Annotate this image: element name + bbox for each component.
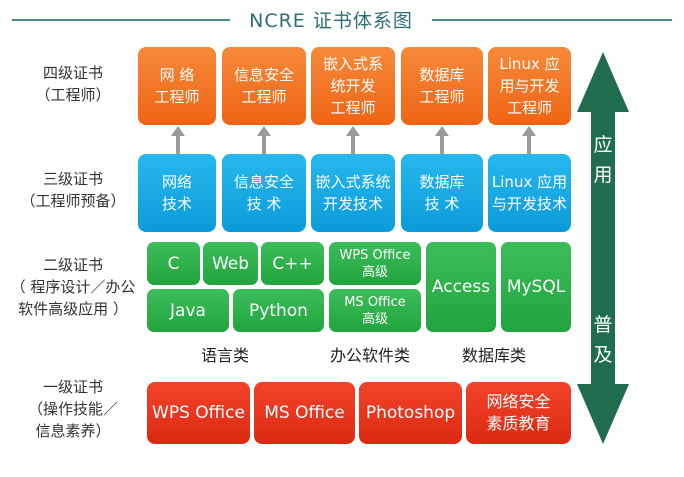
level3-label: 三级证书 （工程师预备） [20,170,126,210]
level2-box-mysql: MySQL [501,242,571,332]
connector-arrow-linux [522,126,536,154]
level1-box-wps: WPS Office [147,382,250,444]
level4-box-network: 网 络 工程师 [138,47,216,125]
category-label-office: 办公软件类 [330,346,411,365]
level1-label: 一级证书 （操作技能／ 信息素养） [27,378,118,440]
level3-box-linux: Linux 应用 与开发技术 [488,154,571,232]
connector-arrow-infosec [257,126,271,154]
level2-box-web: Web [203,242,258,285]
level3-box-infosec: 信息安全 技 术 [222,154,306,232]
level2-box-cpp: C++ [261,242,324,285]
level3-box-network: 网络 技术 [138,154,216,232]
level2-label: 二级证书 （ 程序设计／办公 软件高级应用 ） [10,256,136,318]
level3-box-database: 数据库 技 术 [401,154,483,232]
diagram-title: NCRE 证书体系图 [249,10,413,32]
arrow-label-application: 应 用 [593,134,613,186]
connector-arrow-network [171,126,185,154]
level2-box-wps-advanced: WPS Office 高级 [329,242,421,285]
category-label-database: 数据库类 [462,346,527,365]
connector-arrow-embedded [346,126,360,154]
diagram-title-bar: NCRE 证书体系图 [0,4,684,34]
level2-box-ms-advanced: MS Office 高级 [329,289,421,332]
category-label-languages: 语言类 [201,346,250,365]
level4-box-infosec: 信息安全 工程师 [222,47,306,125]
connector-arrow-database [435,126,449,154]
level2-box-java: Java [147,289,229,332]
arrow-label-popularization: 普 及 [593,314,613,366]
level2-box-access: Access [426,242,496,332]
level4-box-embedded: 嵌入式系 统开发 工程师 [311,47,395,125]
level1-box-photoshop: Photoshop [359,382,462,444]
level1-box-security-literacy: 网络安全 素质教育 [466,382,571,444]
level3-box-embedded: 嵌入式系统 开发技术 [311,154,395,232]
level4-label: 四级证书 （工程师） [35,64,111,104]
level1-box-msoffice: MS Office [254,382,355,444]
level2-box-c: C [147,242,200,285]
title-rule-left [12,19,230,21]
level2-box-python: Python [233,289,324,332]
level4-box-linux: Linux 应 用与开发 工程师 [488,47,571,125]
title-rule-right [432,19,672,21]
application-popularization-arrow [577,52,629,444]
level4-box-database: 数据库 工程师 [401,47,483,125]
